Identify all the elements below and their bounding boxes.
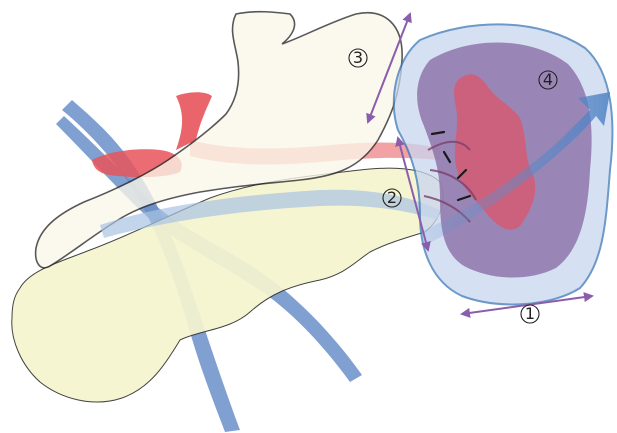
label-3-text: 3 [353, 48, 363, 67]
label-2-text: 2 [387, 188, 397, 207]
label-1-text: 1 [525, 304, 535, 323]
label-1: 1 [521, 304, 539, 323]
label-4-text: 4 [543, 70, 553, 89]
